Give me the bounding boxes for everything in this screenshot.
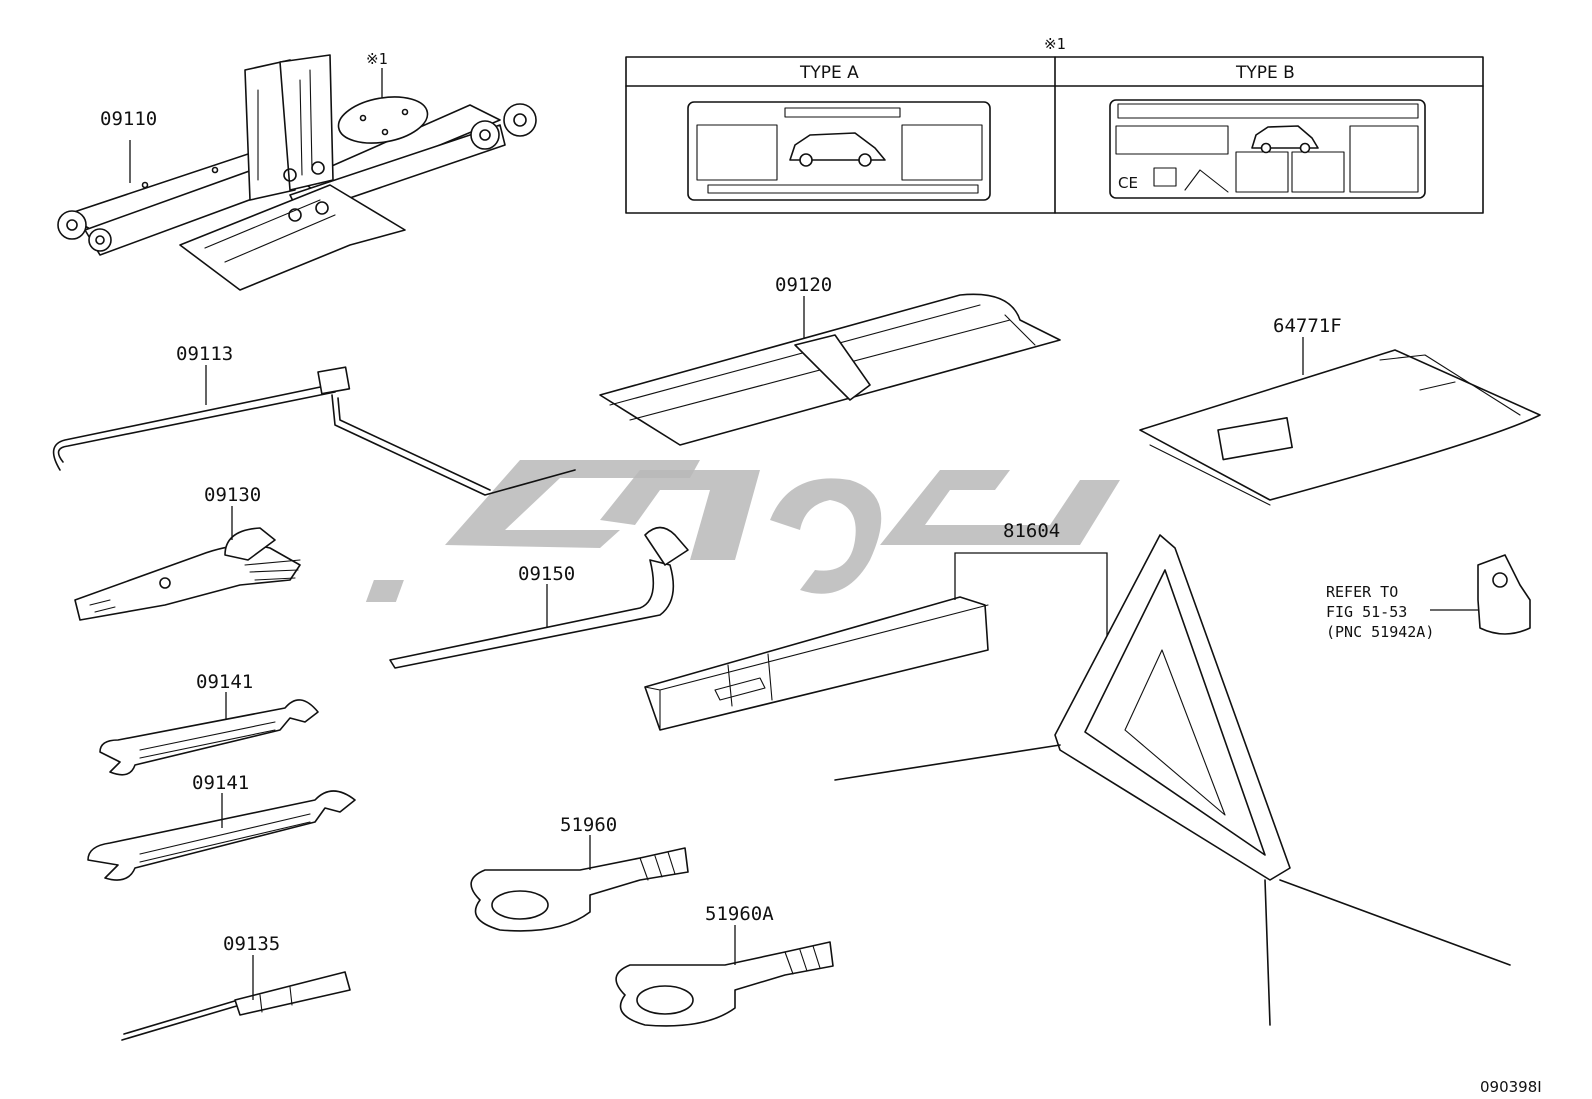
refer-line1: REFER TO: [1326, 583, 1398, 601]
manual-case-drawing: [1139, 349, 1541, 506]
part-label-09113: 09113: [176, 343, 233, 365]
lock-adapter-drawing: [1477, 554, 1531, 635]
part-label-09150: 09150: [518, 563, 575, 585]
part-label-09141b: 09141: [192, 772, 249, 794]
leader-81604: [954, 552, 1108, 640]
part-label-81604: 81604: [1003, 520, 1060, 542]
note-mark-table: ※1: [1044, 35, 1066, 53]
note-mark-jack: ※1: [366, 50, 388, 68]
refer-line2: FIG 51-53: [1326, 603, 1407, 621]
part-label-64771F: 64771F: [1273, 315, 1342, 337]
wrench-large-drawing: [87, 790, 356, 881]
jack-handle-drawing: [52, 366, 576, 496]
jack-drawing: [57, 54, 537, 291]
type-a-sticker: [687, 101, 991, 201]
tool-bag-drawing: [599, 293, 1061, 446]
type-a-header: TYPE A: [799, 63, 859, 83]
drawing-code: 090398I: [1480, 1078, 1542, 1096]
towing-eye-drawing: [470, 847, 689, 932]
part-label-51960: 51960: [560, 814, 617, 836]
label-table: [625, 56, 1484, 214]
part-label-09135: 09135: [223, 933, 280, 955]
wrench-small-drawing: [99, 699, 319, 776]
part-label-09130: 09130: [204, 484, 261, 506]
pliers-drawing: [74, 527, 301, 621]
part-label-09141a: 09141: [196, 671, 253, 693]
watermark-logo: [365, 460, 1120, 602]
lug-wrench-drawing: [389, 526, 689, 669]
towing-eye-a-drawing: [615, 941, 834, 1027]
ce-mark: CE: [1118, 174, 1138, 192]
type-b-sticker: [1109, 99, 1426, 199]
warning-triangle-drawing: [834, 534, 1511, 1026]
type-b-header: TYPE B: [1235, 63, 1295, 83]
screwdriver-drawing: [121, 971, 351, 1041]
triangle-case-drawing: [644, 596, 989, 731]
part-label-51960A: 51960A: [705, 903, 774, 925]
part-label-09120: 09120: [775, 274, 832, 296]
refer-line3: (PNC 51942A): [1326, 623, 1434, 641]
part-label-09110: 09110: [100, 108, 157, 130]
